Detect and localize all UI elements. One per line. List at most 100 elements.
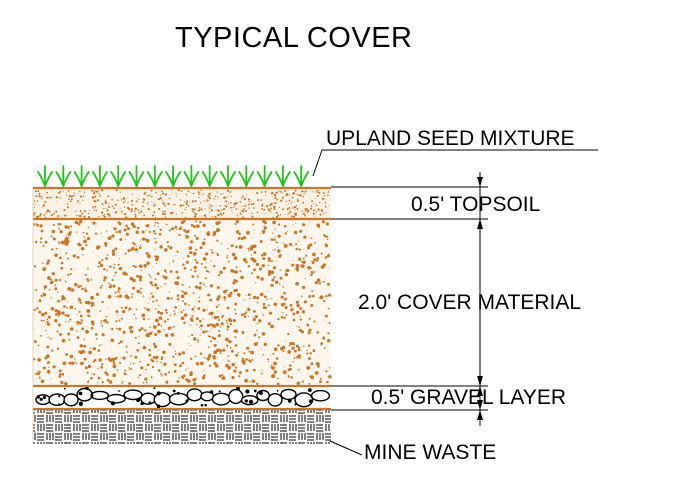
soil-speck <box>261 370 263 372</box>
soil-speck <box>105 319 107 322</box>
soil-speck <box>136 198 138 200</box>
soil-speck <box>269 203 272 207</box>
soil-speck <box>296 310 300 314</box>
soil-speck <box>203 374 206 377</box>
soil-speck <box>146 363 150 367</box>
soil-speck <box>201 318 203 320</box>
soil-speck <box>106 378 110 382</box>
soil-speck <box>65 353 69 356</box>
soil-speck <box>168 229 171 232</box>
soil-speck <box>241 205 243 208</box>
soil-speck <box>325 222 330 226</box>
soil-speck <box>36 224 39 227</box>
soil-speck <box>211 316 213 318</box>
soil-speck <box>176 276 180 280</box>
soil-speck <box>94 195 97 198</box>
soil-speck <box>157 198 160 201</box>
soil-speck <box>273 193 277 197</box>
soil-speck <box>39 224 43 228</box>
soil-speck <box>195 317 199 321</box>
soil-speck <box>232 319 236 323</box>
soil-speck <box>134 215 137 218</box>
soil-speck <box>63 190 65 192</box>
soil-speck <box>227 366 231 370</box>
soil-speck <box>285 204 287 206</box>
soil-speck <box>94 207 96 209</box>
soil-speck <box>173 369 177 373</box>
soil-speck <box>200 208 203 211</box>
soil-speck <box>307 209 310 212</box>
soil-speck <box>65 227 67 229</box>
soil-speck <box>299 315 301 317</box>
soil-speck <box>274 197 277 200</box>
soil-speck <box>216 253 220 256</box>
soil-speck <box>44 266 47 268</box>
soil-speck <box>302 210 304 212</box>
soil-speck <box>83 338 86 341</box>
soil-speck <box>262 232 265 235</box>
soil-speck <box>252 295 257 300</box>
soil-speck <box>154 237 156 240</box>
soil-speck <box>59 256 62 260</box>
soil-speck <box>219 205 222 207</box>
soil-speck <box>163 210 166 213</box>
soil-speck <box>84 210 87 213</box>
soil-speck <box>322 213 325 215</box>
soil-speck <box>296 198 299 200</box>
soil-speck <box>269 211 271 212</box>
soil-speck <box>249 381 251 383</box>
soil-speck <box>313 209 315 211</box>
soil-speck <box>131 296 134 298</box>
soil-speck <box>179 199 182 201</box>
soil-speck <box>131 246 135 251</box>
soil-speck <box>301 380 305 383</box>
soil-speck <box>124 238 127 240</box>
soil-speck <box>157 322 161 327</box>
soil-speck <box>104 244 108 248</box>
soil-speck <box>222 215 223 217</box>
soil-speck <box>183 257 185 259</box>
soil-speck <box>128 382 132 385</box>
soil-speck <box>193 215 197 218</box>
soil-speck <box>257 212 259 214</box>
soil-speck <box>220 213 223 216</box>
gravel-chip <box>172 389 176 393</box>
soil-speck <box>50 306 55 311</box>
soil-speck <box>314 280 319 285</box>
soil-speck <box>123 206 126 208</box>
soil-speck <box>266 290 268 292</box>
soil-speck <box>169 246 173 250</box>
soil-speck <box>232 212 234 214</box>
soil-speck <box>324 243 327 246</box>
soil-speck <box>233 329 237 333</box>
soil-speck <box>309 243 313 247</box>
soil-speck <box>134 210 136 212</box>
soil-speck <box>44 329 47 332</box>
soil-speck <box>157 304 160 306</box>
soil-speck <box>209 335 212 338</box>
soil-speck <box>118 327 122 331</box>
soil-speck <box>267 322 271 326</box>
soil-speck <box>129 329 132 333</box>
soil-speck <box>253 207 255 209</box>
soil-speck <box>81 349 86 354</box>
soil-speck <box>186 349 188 351</box>
soil-speck <box>271 191 274 195</box>
grass-icon <box>110 165 127 187</box>
soil-speck <box>247 307 249 309</box>
soil-speck <box>92 221 96 225</box>
soil-speck <box>136 226 140 230</box>
soil-speck <box>51 272 55 276</box>
soil-speck <box>37 344 40 346</box>
soil-speck <box>264 221 267 225</box>
soil-speck <box>175 213 177 215</box>
soil-speck <box>148 274 151 276</box>
soil-speck <box>113 207 115 210</box>
gravel-chip <box>118 390 120 392</box>
soil-speck <box>182 300 185 303</box>
soil-speck <box>97 367 99 370</box>
soil-speck <box>151 284 154 287</box>
soil-speck <box>134 213 137 216</box>
soil-speck <box>289 364 292 367</box>
soil-speck <box>194 259 197 262</box>
